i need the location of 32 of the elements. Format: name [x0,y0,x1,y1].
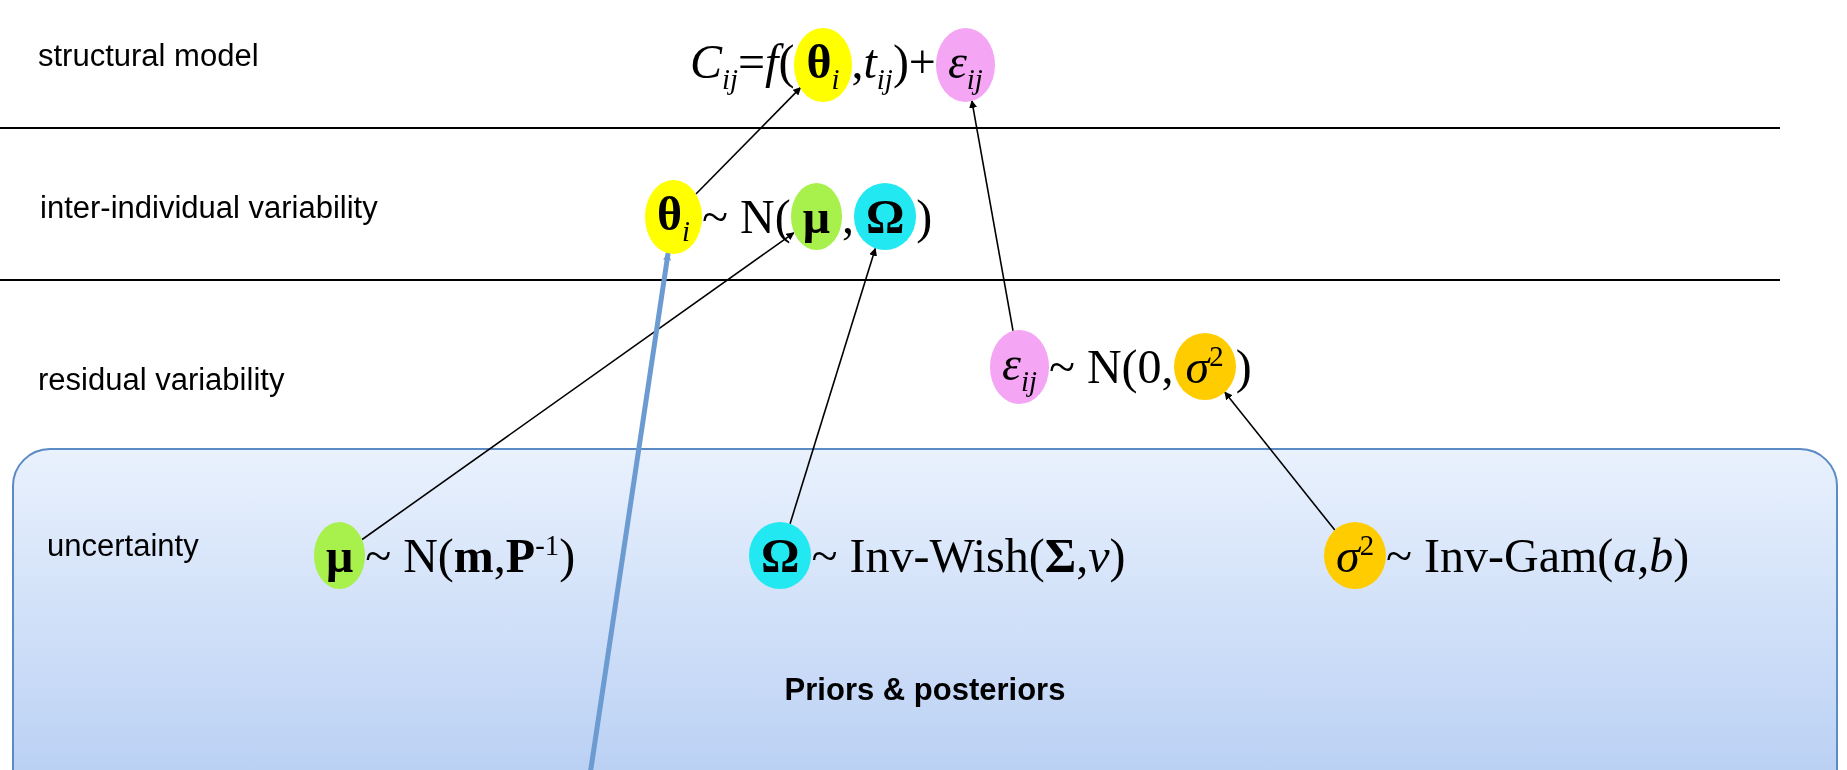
formula-text: C$_{ij}$=f( [690,34,795,96]
formula-text: ~ N( [702,189,791,245]
level-label: uncertainty [47,528,199,564]
symbol-ellipse: ε$_{ij}$ [990,330,1049,404]
formula-text: ~ Inv-Wish(Σ,v) [811,528,1126,583]
arrow [1224,391,1336,531]
level-label: structural model [38,38,259,74]
symbol-ellipse: θ$_{i}$ [645,180,703,254]
level-label: inter-individual variability [40,190,378,226]
formula-text: ~ Inv-Gam(a,b) [1386,528,1690,583]
symbol-ellipse: Ω [749,522,812,589]
level-label: residual variability [38,362,285,398]
rounded-panel [12,448,1838,770]
arrow [361,232,795,541]
arrow [695,86,802,195]
formula-text: ) [916,189,933,245]
symbol-ellipse: σ$^{2}$ [1324,522,1387,589]
formula-text: , [841,189,854,245]
panel-heading: Priors & posteriors [783,672,1067,708]
symbol-ellipse: σ$^{2}$ [1173,333,1236,401]
symbol-ellipse: μ [314,522,366,589]
symbol-ellipse: Ω [853,183,917,251]
formula-text: ~ N(0, [1048,339,1174,395]
arrow [789,247,877,525]
arrow [969,99,1014,332]
formula-text: ,t$_{ij}$)+ [851,34,936,96]
formula-text: ) [1235,339,1252,395]
formula-text: ~ N(m,P$^{-1}$) [365,528,576,583]
symbol-ellipse: ε$_{ij}$ [935,28,995,102]
arrow [587,252,671,770]
symbol-ellipse: θ$_{i}$ [794,28,852,102]
symbol-ellipse: μ [790,183,842,251]
